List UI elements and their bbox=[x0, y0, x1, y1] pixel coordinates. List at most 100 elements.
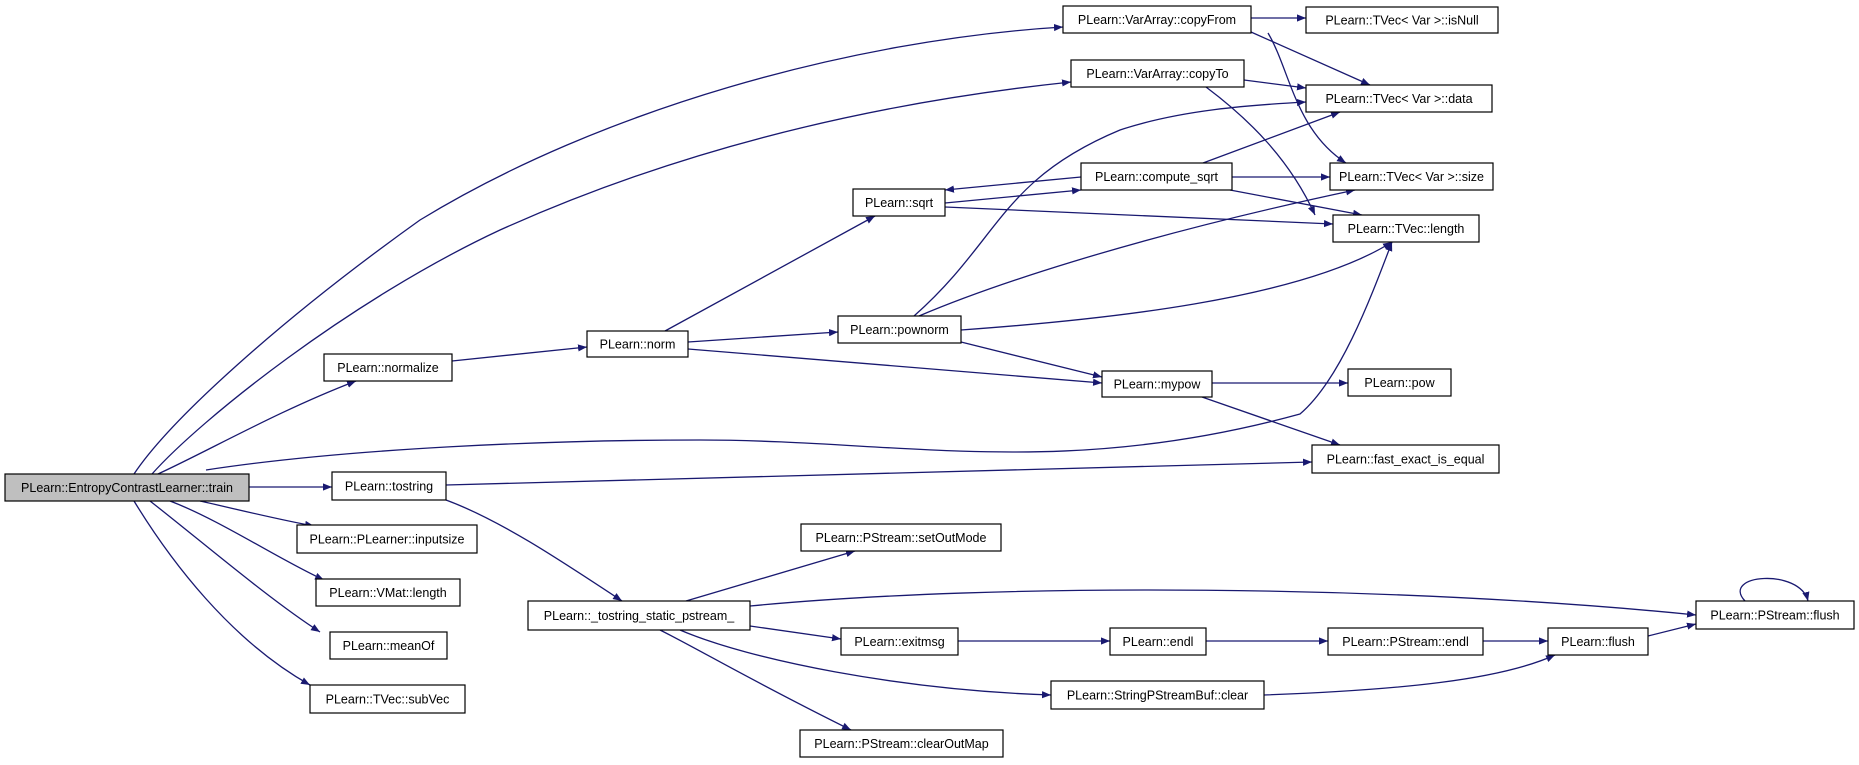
node-pendl[interactable]: PLearn::PStream::endl bbox=[1327, 627, 1484, 656]
call-edge-16 bbox=[960, 241, 1393, 331]
node-vmlength[interactable]: PLearn::VMat::length bbox=[315, 578, 461, 607]
node-box bbox=[309, 684, 466, 714]
node-label: PLearn::normalize bbox=[337, 361, 438, 375]
call-edge-21 bbox=[1202, 111, 1341, 164]
node-compute-sqrt[interactable]: PLearn::compute_sqrt bbox=[1080, 162, 1233, 191]
node-train[interactable]: PLearn::EntropyContrastLearner::train bbox=[4, 473, 250, 502]
node-copyTo[interactable]: PLearn::VarArray::copyTo bbox=[1070, 59, 1245, 88]
node-box bbox=[1332, 214, 1480, 243]
node-box bbox=[1050, 680, 1265, 710]
node-box bbox=[329, 631, 448, 660]
node-box bbox=[315, 578, 461, 607]
node-label: PLearn::meanOf bbox=[343, 639, 435, 653]
node-setOutMode[interactable]: PLearn::PStream::setOutMode bbox=[800, 523, 1002, 552]
node-label: PLearn::StringPStreamBuf::clear bbox=[1067, 689, 1248, 703]
call-edge-8 bbox=[149, 500, 321, 633]
node-clearOutMap[interactable]: PLearn::PStream::clearOutMap bbox=[799, 729, 1004, 758]
node-label: PLearn::TVec< Var >::size bbox=[1339, 170, 1484, 184]
node-box bbox=[1547, 627, 1649, 656]
node-spclear[interactable]: PLearn::StringPStreamBuf::clear bbox=[1050, 680, 1265, 710]
node-label: PLearn::fast_exact_is_equal bbox=[1327, 453, 1485, 467]
call-edge-7 bbox=[169, 500, 325, 581]
node-label: PLearn::tostring bbox=[345, 480, 433, 494]
node-fast-eq[interactable]: PLearn::fast_exact_is_equal bbox=[1311, 444, 1500, 474]
node-exitmsg[interactable]: PLearn::exitmsg bbox=[840, 627, 959, 656]
node-box bbox=[1109, 627, 1207, 656]
call-edge-34 bbox=[749, 589, 1697, 618]
node-box bbox=[331, 471, 447, 501]
node-label: PLearn::PStream::setOutMode bbox=[816, 531, 987, 545]
node-box bbox=[527, 600, 751, 631]
call-edge-3 bbox=[157, 380, 357, 475]
node-tlength[interactable]: PLearn::TVec::length bbox=[1332, 214, 1480, 243]
node-mypow[interactable]: PLearn::mypow bbox=[1101, 370, 1213, 398]
call-edge-20 bbox=[944, 176, 1082, 193]
node-box bbox=[1347, 368, 1452, 397]
call-edge-14 bbox=[918, 188, 1356, 317]
node-tostring-static[interactable]: PLearn::_tostring_static_pstream_ bbox=[527, 600, 751, 631]
node-box bbox=[1080, 162, 1233, 191]
node-endl[interactable]: PLearn::endl bbox=[1109, 627, 1207, 656]
node-normalize[interactable]: PLearn::normalize bbox=[323, 353, 453, 382]
node-pflush[interactable]: PLearn::PStream::flush bbox=[1695, 600, 1855, 630]
node-inputsize[interactable]: PLearn::PLearner::inputsize bbox=[296, 524, 478, 554]
node-pownorm[interactable]: PLearn::pownorm bbox=[837, 315, 962, 344]
node-label: PLearn::EntropyContrastLearner::train bbox=[21, 481, 233, 495]
call-edge-26 bbox=[1267, 32, 1347, 164]
node-data[interactable]: PLearn::TVec< Var >::data bbox=[1305, 84, 1493, 113]
node-box bbox=[1305, 84, 1493, 113]
node-box bbox=[800, 523, 1002, 552]
node-tostring[interactable]: PLearn::tostring bbox=[331, 471, 447, 501]
node-label: PLearn::norm bbox=[600, 338, 676, 352]
call-edge-31 bbox=[445, 458, 1313, 486]
call-edge-30 bbox=[1201, 396, 1341, 446]
node-box bbox=[799, 729, 1004, 758]
call-edge-13 bbox=[687, 348, 1103, 386]
node-tsize[interactable]: PLearn::TVec< Var >::size bbox=[1329, 162, 1494, 191]
call-edge-6 bbox=[199, 500, 315, 528]
node-label: PLearn::exitmsg bbox=[854, 635, 944, 649]
call-edge-11 bbox=[664, 215, 876, 332]
call-edge-35 bbox=[749, 625, 842, 642]
node-label: PLearn::PLearner::inputsize bbox=[310, 533, 465, 547]
function-nodes: PLearn::EntropyContrastLearner::trainPLe… bbox=[4, 5, 1855, 758]
call-edge-41 bbox=[1647, 622, 1697, 637]
node-flush[interactable]: PLearn::flush bbox=[1547, 627, 1649, 656]
call-edge-1 bbox=[133, 23, 1064, 475]
node-label: PLearn::sqrt bbox=[865, 196, 934, 210]
node-meanOf[interactable]: PLearn::meanOf bbox=[329, 631, 448, 660]
node-label: PLearn::compute_sqrt bbox=[1095, 170, 1219, 184]
node-copyFrom[interactable]: PLearn::VarArray::copyFrom bbox=[1062, 5, 1252, 34]
node-label: PLearn::TVec::subVec bbox=[326, 693, 450, 707]
node-box bbox=[4, 473, 250, 502]
node-pow[interactable]: PLearn::pow bbox=[1347, 368, 1452, 397]
node-label: PLearn::PStream::flush bbox=[1710, 609, 1839, 623]
call-edge-9 bbox=[133, 500, 311, 686]
call-edge-18 bbox=[944, 187, 1082, 204]
node-box bbox=[1311, 444, 1500, 474]
node-sqrt[interactable]: PLearn::sqrt bbox=[852, 188, 946, 217]
node-label: PLearn::TVec< Var >::data bbox=[1325, 92, 1472, 106]
node-box bbox=[586, 330, 689, 358]
node-isNull[interactable]: PLearn::TVec< Var >::isNull bbox=[1305, 6, 1499, 34]
node-box bbox=[323, 353, 453, 382]
node-subVec[interactable]: PLearn::TVec::subVec bbox=[309, 684, 466, 714]
node-label: PLearn::mypow bbox=[1114, 378, 1202, 392]
call-edge-25 bbox=[1250, 31, 1371, 86]
call-edge-27 bbox=[1243, 79, 1307, 91]
call-edge-42 bbox=[1263, 654, 1556, 696]
node-label: PLearn::VarArray::copyTo bbox=[1086, 67, 1228, 81]
node-label: PLearn::TVec< Var >::isNull bbox=[1325, 14, 1478, 28]
node-label: PLearn::PStream::clearOutMap bbox=[814, 737, 988, 751]
call-edge-12 bbox=[687, 329, 839, 343]
node-label: PLearn::pownorm bbox=[850, 323, 949, 337]
call-edge-19 bbox=[944, 206, 1334, 228]
call-edge-43 bbox=[1739, 577, 1810, 602]
call-edge-4 bbox=[205, 241, 1393, 471]
node-label: PLearn::TVec::length bbox=[1348, 222, 1465, 236]
node-box bbox=[1101, 370, 1213, 398]
node-norm[interactable]: PLearn::norm bbox=[586, 330, 689, 358]
node-label: PLearn::endl bbox=[1123, 635, 1194, 649]
node-label: PLearn::_tostring_static_pstream_ bbox=[544, 609, 735, 623]
